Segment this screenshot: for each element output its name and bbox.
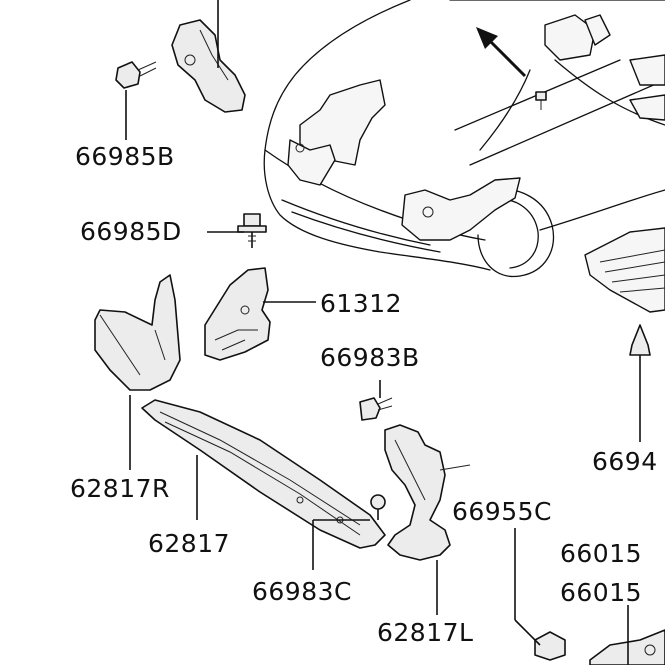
label-66983b: 66983B	[320, 343, 420, 372]
label-66983c: 66983C	[252, 577, 352, 606]
label-6694x: 6694	[592, 447, 658, 476]
lower-cover-62817	[141, 399, 386, 549]
upper-bracket	[171, 19, 246, 113]
label-66985b: 66985B	[75, 142, 175, 171]
label-66015-b: 66015	[560, 578, 642, 607]
clip-66983c	[370, 494, 386, 520]
nut-66955c	[534, 631, 566, 661]
front-direction-arrow	[476, 27, 527, 78]
splash-shield-62817l	[384, 424, 471, 561]
vehicle-body	[263, 0, 665, 278]
clip-6694x	[629, 324, 651, 368]
leader-lines	[125, 0, 641, 665]
clip-66985b	[115, 61, 157, 89]
label-62817r: 62817R	[70, 474, 170, 503]
label-66015-a: 66015	[560, 539, 642, 568]
part-labels: 66985B 66985D 61312 66983B 62817R 62817 …	[70, 142, 658, 647]
bolt-66985d	[237, 213, 267, 248]
label-66955c: 66955C	[452, 497, 552, 526]
label-62817: 62817	[148, 529, 230, 558]
label-66985d: 66985D	[80, 217, 182, 246]
label-62817l: 62817L	[377, 618, 473, 647]
clip-66983b	[359, 397, 393, 421]
under-cover-panel	[584, 227, 665, 313]
splash-shield-62817r	[94, 274, 181, 391]
label-61312: 61312	[320, 289, 402, 318]
bracket-61312	[204, 267, 271, 361]
